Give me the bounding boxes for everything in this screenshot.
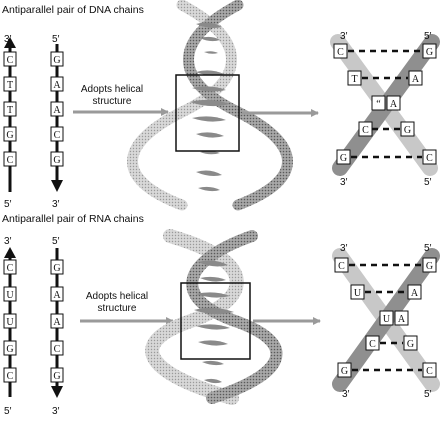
base-label: A xyxy=(398,314,406,325)
base-label: C xyxy=(337,47,344,58)
rna-transition-label-line1: Adopts helical xyxy=(86,291,148,302)
dna-zoom-frame xyxy=(175,74,240,152)
dna-strand-right-arrowhead xyxy=(51,180,63,192)
rna-strand-right: 5′ G A A C G 3′ xyxy=(50,236,64,417)
base-label: A xyxy=(53,105,61,116)
base-label: T xyxy=(7,80,13,91)
base-label: C xyxy=(362,125,369,136)
dna-zoom-detail: 3′ 5′ 3′ 5′ C G T A “ A C G G xyxy=(330,31,440,188)
base-label: G xyxy=(53,55,60,66)
dna-strand-left-arrowhead xyxy=(4,37,16,48)
rna-transition-label-line2: structure xyxy=(98,303,137,314)
dna-strand-left-bases: C T T G C xyxy=(3,51,17,167)
base-label: C xyxy=(7,263,14,274)
dna-zoom-label-bottom-right: 5′ xyxy=(424,177,432,188)
rna-helix-base-stack xyxy=(194,260,234,384)
base-label: A xyxy=(411,288,419,299)
rna-strand-left-arrowhead xyxy=(4,247,16,258)
rna-helix-backbone-light xyxy=(145,229,244,405)
dna-transition-label-line1: Adopts helical xyxy=(81,84,143,95)
rna-strand-left: 3′ C U U G C 5′ xyxy=(3,236,17,417)
dna-helix-backbone-light xyxy=(127,0,237,211)
rna-zoom-frame xyxy=(180,282,251,360)
base-label: T xyxy=(7,105,13,116)
base-label: G xyxy=(407,339,414,350)
base-label: A xyxy=(53,317,61,328)
base-label: “ xyxy=(376,99,381,110)
dna-strand-right: 5′ G A A C G 3′ xyxy=(50,34,64,210)
base-label: U xyxy=(6,317,14,328)
base-label: T xyxy=(351,74,357,85)
rna-zoom-label-bottom-left: 3′ xyxy=(342,389,350,400)
base-label: C xyxy=(7,155,14,166)
rna-strand-right-bases: G A A C G xyxy=(50,259,64,383)
rna-zoom-label-bottom-right: 5′ xyxy=(424,389,432,400)
base-label: A xyxy=(53,80,61,91)
rna-strand-right-arrowhead xyxy=(51,386,63,398)
dna-panel: Antiparallel pair of DNA chains 3′ C T T… xyxy=(2,0,440,211)
dna-zoom-label-top-right: 5′ xyxy=(424,31,432,42)
base-label: G xyxy=(404,125,411,136)
rna-strand-right-bottom-label: 3′ xyxy=(52,406,60,417)
base-label: C xyxy=(7,55,14,66)
base-label: C xyxy=(54,130,61,141)
rna-zoom-label-top-right: 5′ xyxy=(424,243,432,254)
rna-strand-left-bases: C U U G C xyxy=(3,259,17,383)
base-label: G xyxy=(341,366,348,377)
dna-strand-right-bases: G A A C G xyxy=(50,51,64,167)
rna-zoom-label-top-left: 3′ xyxy=(340,243,348,254)
rna-zoom-detail: 3′ 5′ 3′ 5′ C G U A U A C G G xyxy=(332,243,440,400)
base-label: G xyxy=(53,263,60,274)
base-label: C xyxy=(369,339,376,350)
base-label: G xyxy=(6,130,13,141)
rna-strand-right-top-label: 5′ xyxy=(52,236,60,247)
base-label: C xyxy=(338,261,345,272)
dna-zoom-backbone-dark xyxy=(332,34,440,176)
base-label: A xyxy=(412,74,420,85)
rna-panel-heading: Antiparallel pair of RNA chains xyxy=(2,213,144,225)
dna-strand-left-bottom-label: 5′ xyxy=(4,199,12,210)
rna-double-helix xyxy=(145,229,283,405)
base-label: C xyxy=(426,153,433,164)
base-label: U xyxy=(354,288,362,299)
base-label: A xyxy=(390,99,398,110)
dna-zoom-label-bottom-left: 3′ xyxy=(340,177,348,188)
dna-transition-label-line2: structure xyxy=(93,96,132,107)
rna-strand-left-bottom-label: 5′ xyxy=(4,406,12,417)
base-label: G xyxy=(340,153,347,164)
base-label: C xyxy=(426,366,433,377)
dna-double-helix xyxy=(127,0,293,211)
rna-panel: Antiparallel pair of RNA chains 3′ C U U… xyxy=(2,213,440,417)
dna-panel-heading: Antiparallel pair of DNA chains xyxy=(2,4,144,16)
base-label: C xyxy=(7,371,14,382)
dna-strand-right-top-label: 5′ xyxy=(52,34,60,45)
rna-strand-left-top-label: 3′ xyxy=(4,236,12,247)
dna-strand-left-top-label: 3′ xyxy=(4,34,12,45)
base-label: G xyxy=(426,47,433,58)
base-label: U xyxy=(6,290,14,301)
dna-helix-backbone-dark xyxy=(183,0,293,211)
base-label: G xyxy=(53,155,60,166)
dna-zoom-label-top-left: 3′ xyxy=(340,31,348,42)
dna-strand-right-bottom-label: 3′ xyxy=(52,199,60,210)
base-label: G xyxy=(426,261,433,272)
base-label: U xyxy=(383,314,391,325)
dna-strand-left: 3′ C T T G C 5′ xyxy=(3,34,17,210)
base-label: C xyxy=(54,344,61,355)
base-label: G xyxy=(6,344,13,355)
base-label: G xyxy=(53,371,60,382)
base-label: A xyxy=(53,290,61,301)
